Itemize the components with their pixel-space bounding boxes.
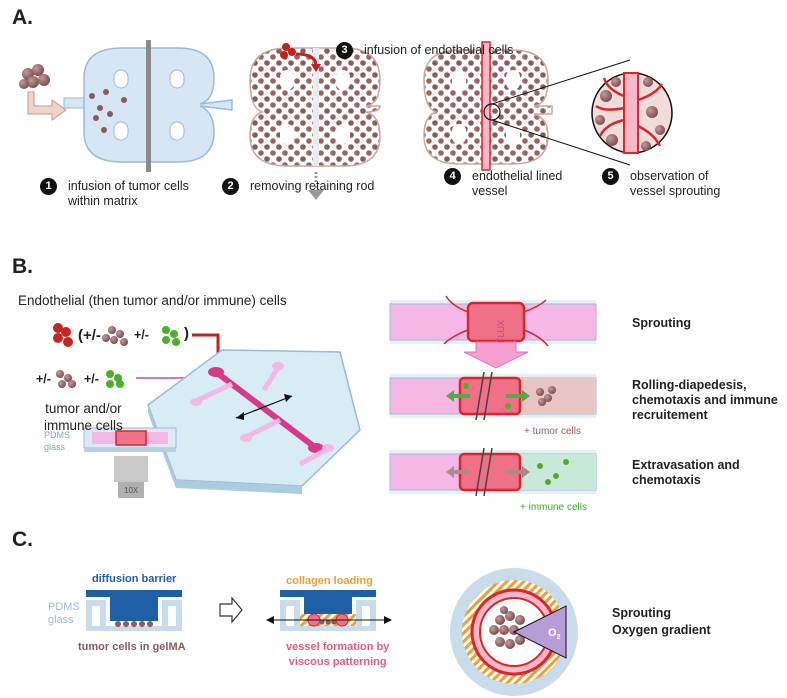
pdms-label-b: PDMS: [44, 430, 71, 440]
row-label-sprouting: Sprouting: [632, 316, 692, 330]
collagen-loading-label: collagen loading: [286, 575, 373, 587]
chip-step-1: [63, 40, 233, 172]
step-text-4: endothelial lined vessel: [472, 169, 563, 198]
chip-step-4: [423, 41, 631, 171]
row-sublabel-tumor: + tumor cells: [524, 426, 581, 437]
immune-cells-icon-2: [106, 370, 124, 388]
step-number-2: 2: [222, 178, 239, 195]
zoom-circle-step-5: [591, 72, 673, 154]
plus-minus-1: (+/-: [78, 327, 101, 344]
tumor-cells-icon-2: [56, 370, 76, 388]
step-text-2: removing retaining rod: [250, 179, 375, 193]
objective-label: 10X: [124, 486, 139, 495]
step-number-4: 4: [444, 168, 461, 185]
step-number-3: 3: [336, 42, 353, 59]
step-text-1: infusion of tumor cells within matrix: [68, 179, 189, 208]
oxygen-symbol-sub: 2: [556, 634, 561, 642]
plus-minus-2: +/-: [134, 328, 149, 342]
section-label-a: A.: [12, 6, 33, 29]
section-label-b: B.: [12, 255, 33, 278]
tumor-gelma-label: tumor cells in gelMA: [78, 641, 186, 653]
section-label-c: C.: [12, 528, 33, 551]
panel-b-title: Endothelial (then tumor and/or immune) c…: [18, 293, 287, 308]
plus-minus-3: +/-: [36, 372, 51, 386]
chip-cross-section: [83, 427, 177, 498]
step-text-3: infusion of endothelial cells: [364, 43, 514, 57]
tumor-cells-icon: [102, 326, 128, 346]
immune-cells-icon: [162, 326, 180, 346]
chip-step-2: [249, 43, 381, 200]
chip-cross-section-c2: [266, 590, 392, 631]
chip-cross-section-c1: [86, 590, 182, 631]
pdms-label-c: PDMS: [48, 601, 80, 613]
sprouting-row: [389, 295, 597, 347]
step-number-5: 5: [602, 168, 619, 185]
row-label-immune: Extravasation and chemotaxis: [632, 458, 740, 487]
oxygen-symbol-o: O: [548, 627, 557, 639]
tumor-cell-cluster-icon: [19, 64, 50, 89]
diffusion-barrier-label: diffusion barrier: [92, 573, 177, 585]
close-paren: ): [184, 325, 189, 342]
endothelial-cells-icon: [53, 323, 73, 347]
step-number-1: 1: [40, 178, 57, 195]
infusion-arrow: [27, 91, 67, 121]
oxygen-symbol: O2: [548, 626, 560, 645]
flux-arrow: [463, 341, 529, 369]
microfluidic-chip-b: [147, 349, 361, 494]
flux-label: FLUX: [496, 319, 507, 344]
oxygen-gradient-disc: [450, 568, 578, 696]
glass-label-b: glass: [44, 442, 66, 452]
tumor-immune-label: tumor and/or immune cells: [44, 401, 123, 433]
panel-c-right-label: Sprouting Oxygen gradient: [612, 606, 711, 637]
tumor-row: [389, 371, 597, 421]
row-label-tumor: Rolling-diapedesis, chemotaxis and immun…: [632, 378, 778, 422]
row-sublabel-immune: + immune cells: [520, 502, 587, 513]
plus-minus-4: +/-: [84, 372, 99, 386]
immune-row: [389, 447, 597, 497]
vessel-formation-label: vessel formation by viscous patterning: [286, 641, 390, 668]
step-text-5: observation of vessel sprouting: [630, 169, 721, 198]
glass-label-c: glass: [48, 614, 74, 626]
step-arrow-icon: [219, 596, 243, 624]
